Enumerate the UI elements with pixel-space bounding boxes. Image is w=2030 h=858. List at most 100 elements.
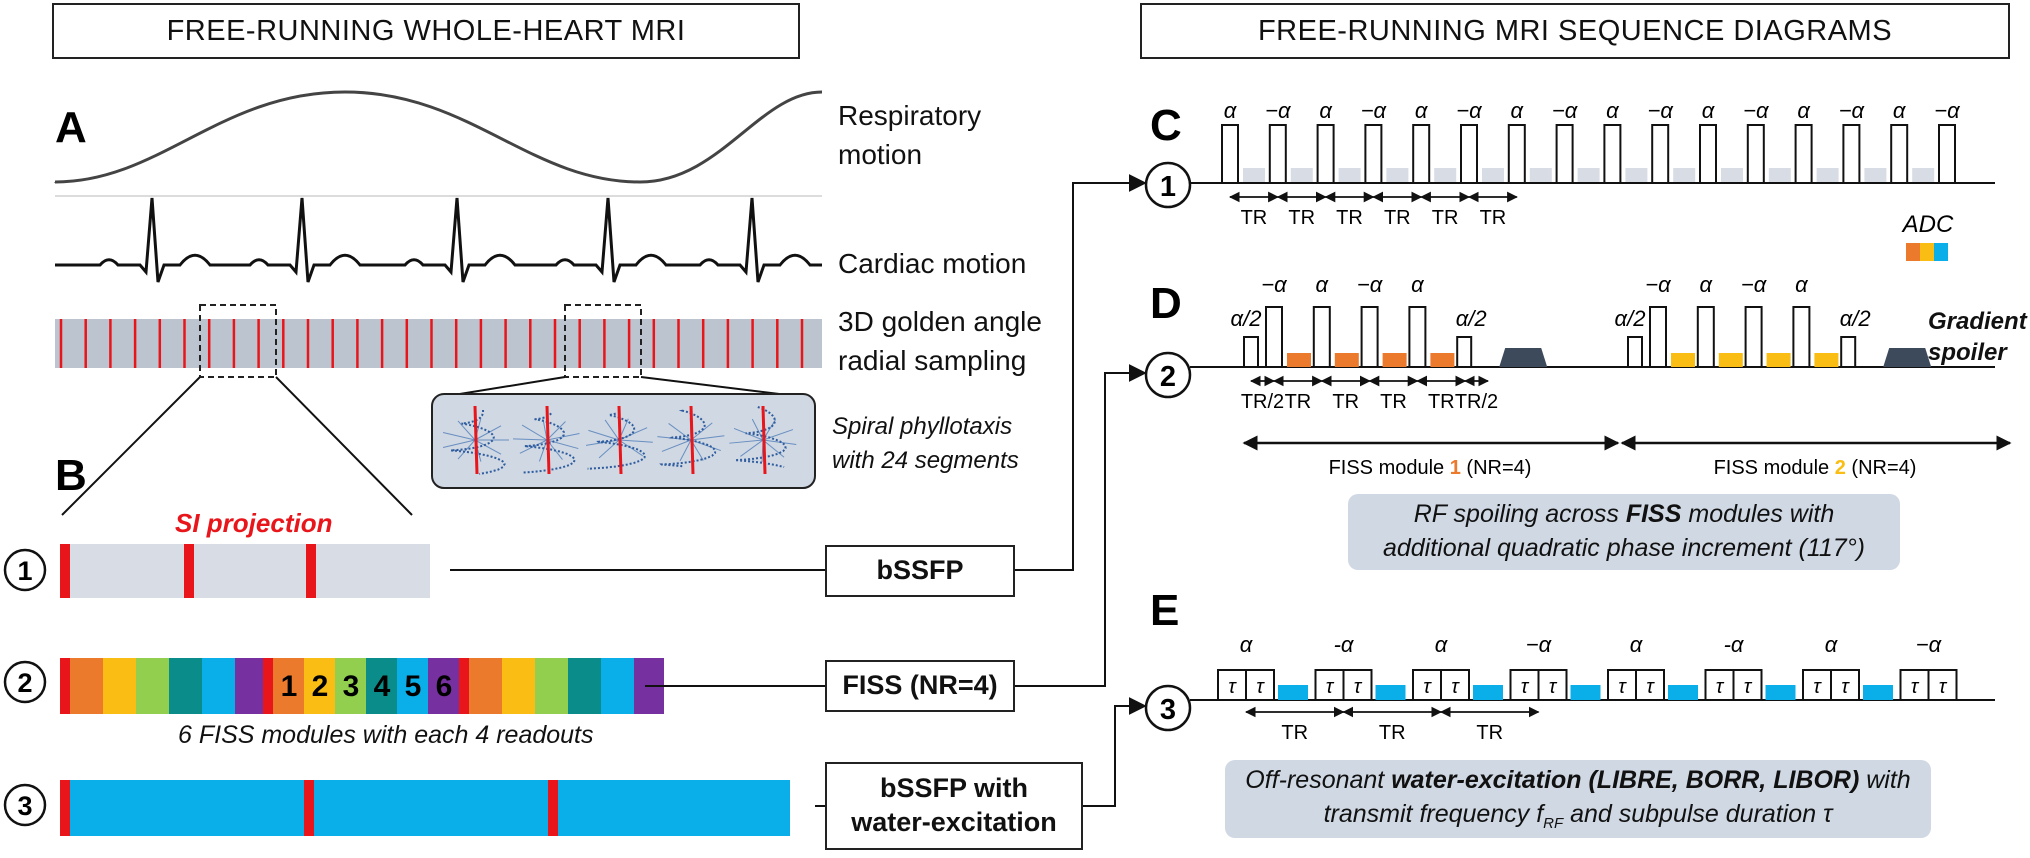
svg-text:3: 3 <box>1160 694 1176 726</box>
sequence-number-1: 1 <box>1144 161 1192 209</box>
gradient-spoiler-m1 <box>1499 348 1548 367</box>
fiss-pulse-m2-0 <box>1649 306 1667 368</box>
tau-5-1: τ <box>1744 676 1753 698</box>
fiss-adc-m1-1 <box>1334 353 1359 367</box>
tau-7-0: τ <box>1911 676 1920 698</box>
adc-swatch-yellow <box>1920 243 1934 261</box>
si-projection-mark-1 <box>60 544 70 598</box>
rf-pulse-0 <box>1221 124 1239 184</box>
fiss-digit-5: 6 <box>436 670 453 703</box>
tr-label-e2: TR <box>1476 722 1503 744</box>
subpulse-1-0 <box>1314 669 1345 701</box>
fiss-digit-seg-3 <box>366 658 397 714</box>
zoom-box-left <box>199 304 277 378</box>
phyllo-si-3 <box>689 405 695 475</box>
adc-12 <box>1816 168 1839 182</box>
fiss-pulse-m2-3 <box>1792 306 1811 368</box>
adc-swatch-blue <box>1934 243 1948 261</box>
phyllo-spoke-0-5 <box>442 431 476 441</box>
gradient-spoiler-m2 <box>1883 348 1932 367</box>
svg-text:2: 2 <box>17 668 32 698</box>
phyllo-spoke-1-0 <box>546 439 579 450</box>
fiss-flip-m2-0: −α <box>1645 272 1672 297</box>
tau-0-1: τ <box>1256 676 1265 698</box>
adc-swatch-orange <box>1906 243 1920 261</box>
adc-3 <box>1386 168 1409 182</box>
si-projection-label: SI projection <box>175 508 332 538</box>
fiss-pulse-m1-0 <box>1265 306 1283 368</box>
adc-11 <box>1768 168 1791 182</box>
flip-label-3: −α <box>1361 98 1388 123</box>
we-si-mark-3 <box>548 780 558 836</box>
sequence-number-3: 3 <box>1144 684 1192 732</box>
fiss-segment-a-4 <box>202 658 235 714</box>
fiss-module-1-label: FISS module 1 (NR=4) <box>1329 457 1532 479</box>
rf-pulse-12 <box>1794 124 1813 184</box>
fiss-pulse-m1-1 <box>1312 306 1331 368</box>
flip-label-15: −α <box>1934 98 1961 123</box>
tr-label-c5: TR <box>1480 207 1507 229</box>
subpulse-0-1 <box>1245 669 1275 701</box>
phyllo-spoke-2-0 <box>618 439 643 457</box>
half-pulse-start-m1 <box>1243 336 1259 368</box>
flip-label-1: −α <box>1265 98 1292 123</box>
fiss-digit-seg-5 <box>428 658 459 714</box>
phyllo-spoke-4-8 <box>762 439 785 458</box>
fiss-flip-m1-1: α <box>1316 272 1330 297</box>
tau-3-0: τ <box>1521 676 1530 698</box>
zoom-line-left-b <box>275 376 413 516</box>
svg-text:2: 2 <box>1160 361 1176 393</box>
adc-9 <box>1673 168 1696 182</box>
fiss-adc-m2-2 <box>1766 353 1791 367</box>
panel-label-c: C <box>1150 101 1182 150</box>
phyllo-spiral-1 <box>522 412 576 474</box>
half-label-end-m1: α/2 <box>1456 306 1487 331</box>
fiss-segment-b-2 <box>535 658 568 714</box>
si-projection-mark-2 <box>184 544 194 598</box>
rf-pulse-1 <box>1268 124 1287 184</box>
fiss-si-mark-1 <box>263 658 273 714</box>
phyllo-spoke-3-7 <box>690 435 725 441</box>
tr-label-c2: TR <box>1336 207 1363 229</box>
tr-label-d1: TR <box>1332 391 1359 413</box>
tau-2-1: τ <box>1451 676 1460 698</box>
tr-label-e0: TR <box>1281 722 1308 744</box>
phyllo-spoke-2-2 <box>598 439 620 459</box>
we-flip-7: −α <box>1916 632 1943 657</box>
flip-label-12: α <box>1797 98 1811 123</box>
tau-7-1: τ <box>1939 676 1948 698</box>
flip-label-6: α <box>1511 98 1525 123</box>
we-flip-6: α <box>1825 632 1839 657</box>
rf-spoiling-note: RF spoiling across FISS modules with add… <box>1348 494 1900 570</box>
fiss-adc-m2-1 <box>1718 353 1743 367</box>
phyllo-spoke-3-3 <box>657 436 692 441</box>
flip-label-13: −α <box>1839 98 1866 123</box>
cardiac-label: Cardiac motion <box>838 248 1027 279</box>
rf-pulse-7 <box>1555 124 1574 184</box>
fiss-digit-4: 5 <box>405 670 422 703</box>
fiss-flip-m2-2: −α <box>1741 272 1768 297</box>
ecg-trace <box>55 197 822 283</box>
rf-pulse-13 <box>1842 124 1861 184</box>
phyllo-spoke-2-4 <box>588 429 620 441</box>
phyllo-si-0 <box>473 405 479 475</box>
tau-6-0: τ <box>1813 676 1822 698</box>
phyllo-spoke-1-3 <box>519 439 548 454</box>
fiss-pulse-m2-1 <box>1696 306 1715 368</box>
fiss-digit-0: 1 <box>281 670 298 703</box>
subpulse-5-1 <box>1732 669 1763 701</box>
rf-pulse-2 <box>1316 124 1335 184</box>
phyllo-spoke-4-2 <box>729 439 764 444</box>
row-number-3: 3 <box>3 783 47 827</box>
tr-label-c0: TR <box>1241 207 1268 229</box>
right-header: FREE-RUNNING MRI SEQUENCE DIAGRAMS <box>1140 3 2010 59</box>
subpulse-3-1 <box>1537 669 1568 701</box>
phyllo-spoke-2-8 <box>618 439 653 443</box>
fiss-digit-1: 2 <box>312 670 329 703</box>
